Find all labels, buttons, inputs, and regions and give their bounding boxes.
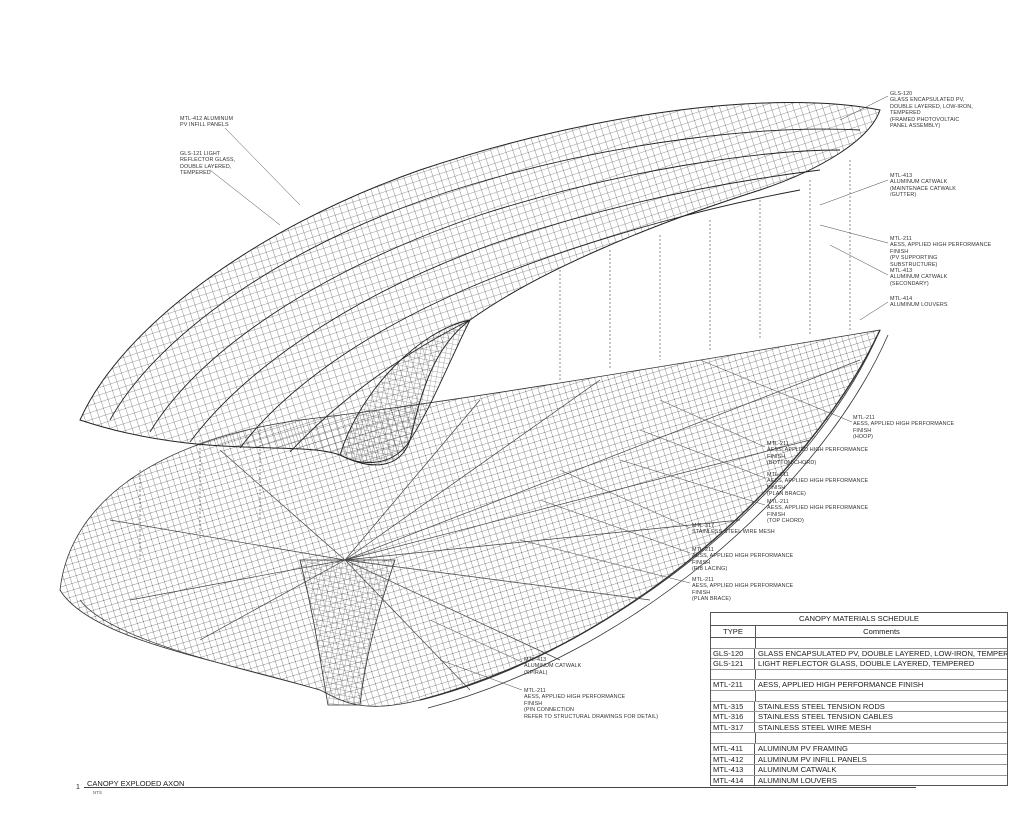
callout-mtl211-hoop: MTL-211 AESS, APPLIED HIGH PERFORMANCE F… xyxy=(853,415,955,441)
schedule-comments-header: Comments xyxy=(863,627,900,636)
schedule-comment-cell: STAINLESS STEEL TENSION CABLES xyxy=(758,712,893,722)
schedule-spacer xyxy=(711,638,1007,649)
callout-mtl211-top-chord: MTL-211 AESS, APPLIED HIGH PERFORMANCE F… xyxy=(767,499,869,525)
callout-mtl211-pv-substructure: MTL-211 AESS, APPLIED HIGH PERFORMANCE F… xyxy=(890,236,992,268)
callout-gls121: GLS-121 LIGHT REFLECTOR GLASS, DOUBLE LA… xyxy=(180,151,236,177)
schedule-header-row: TYPE Comments xyxy=(711,626,1007,638)
title-underline xyxy=(84,787,916,788)
callout-mtl413-secondary: MTL-413 ALUMINUM CATWALK (SECONDARY) xyxy=(890,268,948,287)
schedule-title: CANOPY MATERIALS SCHEDULE xyxy=(711,613,1007,626)
callout-mtl414: MTL-414 ALUMINUM LOUVERS xyxy=(890,296,948,309)
schedule-type-cell: MTL-412 xyxy=(711,754,755,765)
callout-leader-lines xyxy=(209,95,889,691)
callout-mtl211-rib-lacing: MTL-211 AESS, APPLIED HIGH PERFORMANCE F… xyxy=(692,547,794,573)
callout-mtl211-plan-brace-upper: MTL-211 AESS, APPLIED HIGH PERFORMANCE F… xyxy=(767,472,869,498)
schedule-type-header: TYPE xyxy=(711,626,756,637)
schedule-type-cell: MTL-414 xyxy=(711,775,755,786)
schedule-type-cell: MTL-411 xyxy=(711,743,755,754)
drawing-title: CANOPY EXPLODED AXON xyxy=(87,779,185,788)
callout-gls120: GLS-120 GLASS ENCAPSULATED PV, DOUBLE LA… xyxy=(890,91,973,130)
drawing-scale: NTS xyxy=(93,790,102,795)
schedule-type-cell: MTL-316 xyxy=(711,712,755,722)
upper-pv-canopy-layer xyxy=(79,102,881,466)
schedule-comment-cell: ALUMINUM PV FRAMING xyxy=(758,743,848,753)
schedule-spacer xyxy=(711,669,1007,681)
callout-mtl211-plan-brace-lower: MTL-211 AESS, APPLIED HIGH PERFORMANCE F… xyxy=(692,577,794,603)
drawing-number: 1 xyxy=(76,784,80,791)
callout-mtl412: MTL-412 ALUMINUM PV INFILL PANELS xyxy=(180,116,234,129)
callout-mtl211-pin-connection: MTL-211 AESS, APPLIED HIGH PERFORMANCE F… xyxy=(524,688,659,720)
schedule-comment-cell: GLASS ENCAPSULATED PV, DOUBLE LAYERED, L… xyxy=(758,648,1007,658)
canopy-materials-schedule: CANOPY MATERIALS SCHEDULE TYPE Comments … xyxy=(710,612,1008,787)
schedule-spacer xyxy=(711,733,1007,744)
callout-mtl413-maintenance: MTL-413 ALUMINUM CATWALK (MAINTENACE CAT… xyxy=(890,173,956,199)
schedule-comment-cell: AESS, APPLIED HIGH PERFORMANCE FINISH xyxy=(758,680,924,690)
schedule-type-cell: MTL-315 xyxy=(711,701,755,712)
schedule-type-cell: GLS-120 xyxy=(711,648,755,659)
schedule-type-cell: MTL-211 xyxy=(711,680,755,690)
callout-mtl211-bottom-chord: MTL-211 AESS, APPLIED HIGH PERFORMANCE F… xyxy=(767,441,869,467)
schedule-comment-cell: ALUMINUM LOUVERS xyxy=(758,775,837,785)
schedule-type-cell: GLS-121 xyxy=(711,659,755,669)
callout-mtl413-spiral: MTL-413 ALUMINUM CATWALK (SPIRAL) xyxy=(524,657,582,676)
lower-structure-layer xyxy=(59,329,889,709)
schedule-type-cell: MTL-413 xyxy=(711,765,755,775)
schedule-comment-cell: ALUMINUM PV INFILL PANELS xyxy=(758,754,867,764)
schedule-comment-cell: ALUMINUM CATWALK xyxy=(758,765,837,775)
callout-mtl317: MTL-317 STAINLESS STEEL WIRE MESH xyxy=(692,523,775,536)
schedule-comment-cell: STAINLESS STEEL WIRE MESH xyxy=(758,722,872,732)
schedule-spacer xyxy=(711,690,1007,702)
schedule-comment-cell: STAINLESS STEEL TENSION RODS xyxy=(758,701,885,711)
schedule-comment-cell: LIGHT REFLECTOR GLASS, DOUBLE LAYERED, T… xyxy=(758,659,975,669)
exploded-connector-lines xyxy=(139,160,851,560)
schedule-type-cell: MTL-317 xyxy=(711,722,755,733)
